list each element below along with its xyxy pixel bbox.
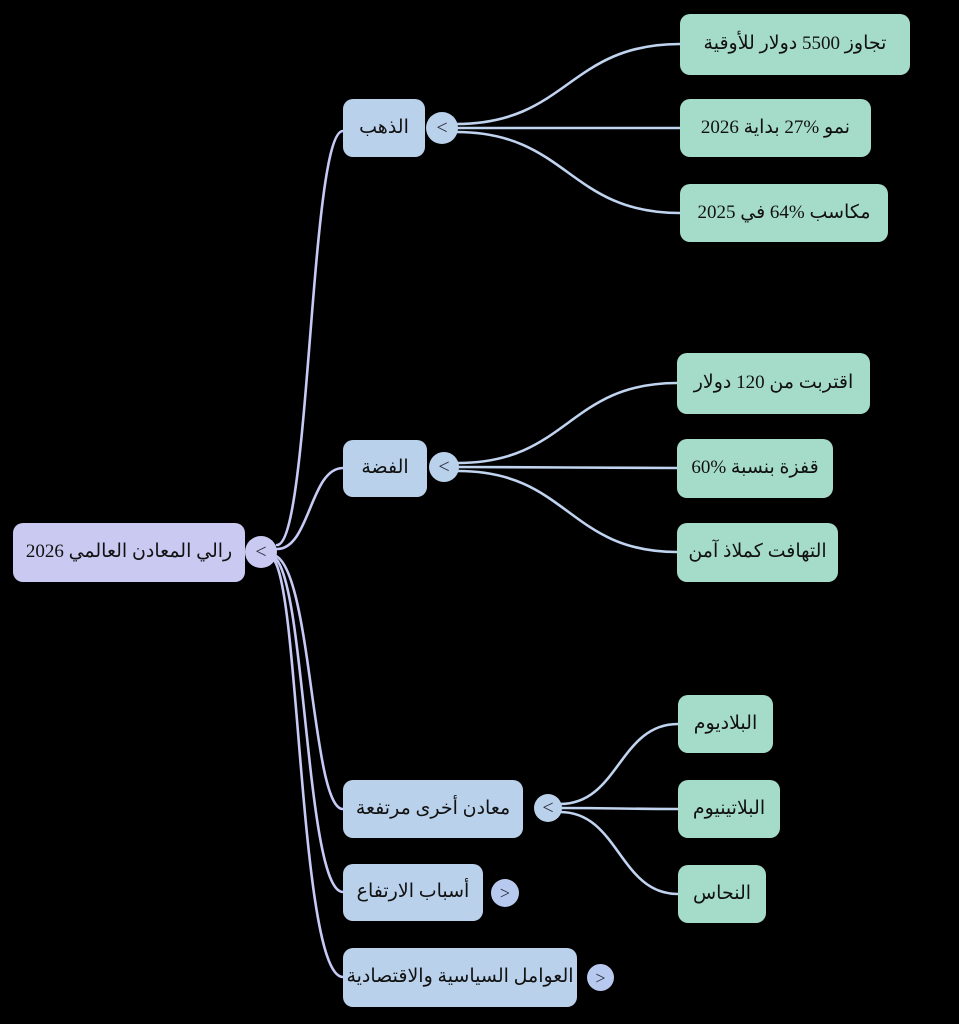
- toggle-silver[interactable]: <: [429, 452, 459, 482]
- node-gold-child-1[interactable]: تجاوز 5500 دولار للأوقية: [680, 14, 910, 75]
- link-silver-to-child-2: [456, 465, 679, 470]
- node-silver-child-3[interactable]: التهافت كملاذ آمن: [677, 523, 838, 582]
- node-platinum[interactable]: البلاتينيوم: [678, 780, 780, 838]
- node-other-metals[interactable]: معادن أخرى مرتفعة: [343, 780, 523, 838]
- node-palladium[interactable]: البلاديوم: [678, 695, 773, 753]
- node-copper[interactable]: النحاس: [678, 865, 766, 923]
- leaf-label: تجاوز 5500 دولار للأوقية: [703, 33, 887, 55]
- node-silver-child-2[interactable]: قفزة بنسبة %60: [677, 439, 833, 498]
- link-root-to-rise-reasons: [273, 556, 345, 894]
- leaf-label: مكاسب %64 في 2025: [697, 201, 871, 223]
- node-gold[interactable]: الذهب: [343, 99, 425, 157]
- chevron-right-icon: >: [499, 883, 511, 903]
- node-other-metals-label: معادن أخرى مرتفعة: [355, 797, 511, 819]
- leaf-label: اقتربت من 120 دولار: [693, 372, 854, 394]
- chevron-left-icon: <: [438, 456, 450, 478]
- leaf-label: نمو %27 بداية 2026: [700, 116, 851, 138]
- link-silver-to-child-3: [456, 469, 679, 554]
- node-gold-child-3[interactable]: مكاسب %64 في 2025: [680, 184, 888, 242]
- link-root-to-gold: [275, 129, 345, 547]
- node-silver-label: الفضة: [361, 457, 409, 479]
- link-metals-to-palladium: [558, 722, 680, 806]
- node-gold-child-2[interactable]: نمو %27 بداية 2026: [680, 99, 871, 157]
- chevron-right-icon: >: [595, 967, 606, 988]
- node-root[interactable]: رالي المعادن العالمي 2026: [13, 523, 245, 582]
- node-gold-label: الذهب: [359, 116, 409, 138]
- link-metals-to-copper: [558, 810, 680, 896]
- node-political-factors[interactable]: العوامل السياسية والاقتصادية: [343, 948, 577, 1007]
- toggle-rise-reasons[interactable]: >: [491, 879, 519, 907]
- link-root-to-silver: [275, 466, 345, 551]
- node-rise-reasons[interactable]: أسباب الارتفاع: [343, 864, 483, 921]
- node-silver-child-1[interactable]: اقتربت من 120 دولار: [677, 353, 870, 414]
- link-metals-to-platinum: [558, 806, 680, 811]
- leaf-label: البلاتينيوم: [692, 797, 766, 819]
- chevron-left-icon: <: [436, 117, 448, 139]
- link-gold-to-child-1: [454, 42, 682, 126]
- toggle-gold[interactable]: <: [426, 112, 458, 144]
- node-silver[interactable]: الفضة: [343, 440, 427, 497]
- link-silver-to-child-1: [456, 381, 679, 465]
- leaf-label: النحاس: [692, 882, 752, 904]
- chevron-left-icon: <: [255, 541, 267, 563]
- chevron-left-icon: <: [542, 797, 554, 819]
- leaf-label: البلاديوم: [693, 712, 758, 734]
- toggle-other-metals[interactable]: <: [534, 794, 562, 822]
- leaf-label: التهافت كملاذ آمن: [688, 541, 827, 563]
- link-root-to-political-factors: [272, 558, 345, 979]
- node-rise-reasons-label: أسباب الارتفاع: [356, 881, 470, 903]
- node-root-label: رالي المعادن العالمي 2026: [25, 541, 233, 563]
- leaf-label: قفزة بنسبة %60: [691, 457, 819, 479]
- toggle-root[interactable]: <: [245, 536, 277, 568]
- toggle-political-factors[interactable]: >: [587, 964, 614, 991]
- link-gold-to-child-3: [454, 130, 682, 215]
- node-political-factors-label: العوامل السياسية والاقتصادية: [346, 966, 574, 988]
- link-root-to-other-metals: [274, 554, 345, 811]
